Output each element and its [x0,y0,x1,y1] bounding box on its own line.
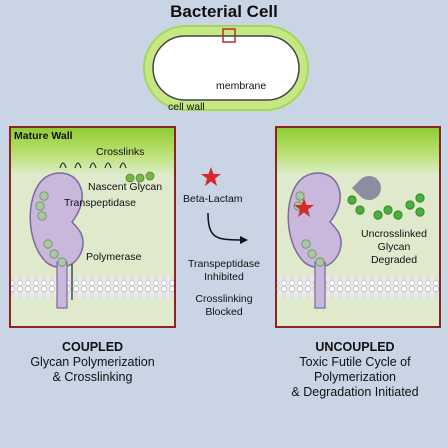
transpeptidase-label: Transpeptidase [64,197,136,209]
membrane-label: membrane [216,80,267,92]
crosslinks-label: Crosslinks [96,146,145,158]
beta-lactam-label: Beta-Lactam [183,193,243,205]
polymerase-label: Polymerase [86,251,142,263]
cell-wall-label: cell wall [168,101,205,113]
bacterial-cell-illustration [143,25,309,111]
uncoupled-caption: UNCOUPLED Toxic Futile Cycle of Polymeri… [291,340,419,399]
coupled-caption: COUPLED Glycan Polymerization & Crosslin… [30,340,155,384]
zoom-region-marker [222,28,236,43]
beta-lactam-star [201,167,221,186]
page-title: Bacterial Cell [170,2,278,21]
left-panel [9,126,176,328]
mature-wall-label: Mature Wall [14,130,73,142]
nascent-glycan-label: Nascent Glycan [88,181,163,193]
middle-section [201,167,248,244]
right-panel [275,126,441,328]
